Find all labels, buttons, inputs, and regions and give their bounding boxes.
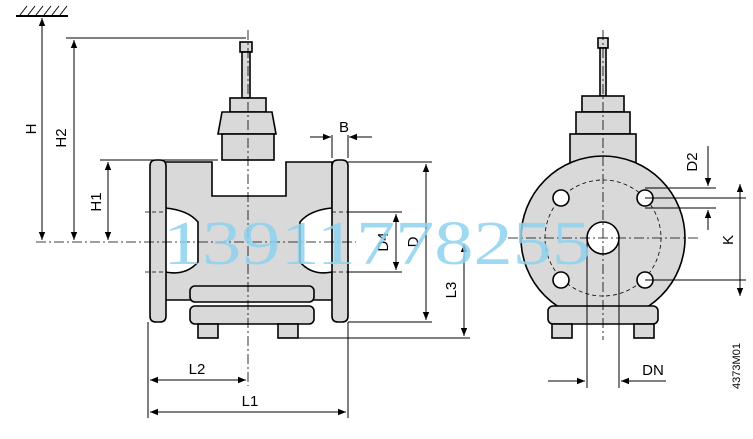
dim-label-b: B bbox=[339, 119, 349, 136]
dim-label-h2: H2 bbox=[53, 128, 70, 147]
dim-label-l3: L3 bbox=[443, 282, 460, 299]
valve-front-view bbox=[508, 30, 700, 340]
dim-label-h: H bbox=[23, 124, 40, 135]
dim-label-d2: D2 bbox=[684, 152, 701, 171]
drawing-code: 4373M01 bbox=[731, 343, 743, 389]
dimension-lines bbox=[38, 18, 746, 418]
valve-side-view bbox=[36, 30, 356, 386]
ground-hatch bbox=[16, 5, 68, 17]
dim-label-d: D bbox=[405, 236, 422, 247]
dim-label-l1: L1 bbox=[242, 393, 259, 410]
dim-label-k: K bbox=[720, 235, 737, 245]
dim-label-d4: D4 bbox=[375, 232, 392, 251]
dim-label-h1: H1 bbox=[88, 192, 105, 211]
watermark-text: 13911778255 bbox=[163, 210, 591, 278]
dim-label-l2: L2 bbox=[189, 361, 206, 378]
dim-label-dn: DN bbox=[642, 362, 664, 379]
